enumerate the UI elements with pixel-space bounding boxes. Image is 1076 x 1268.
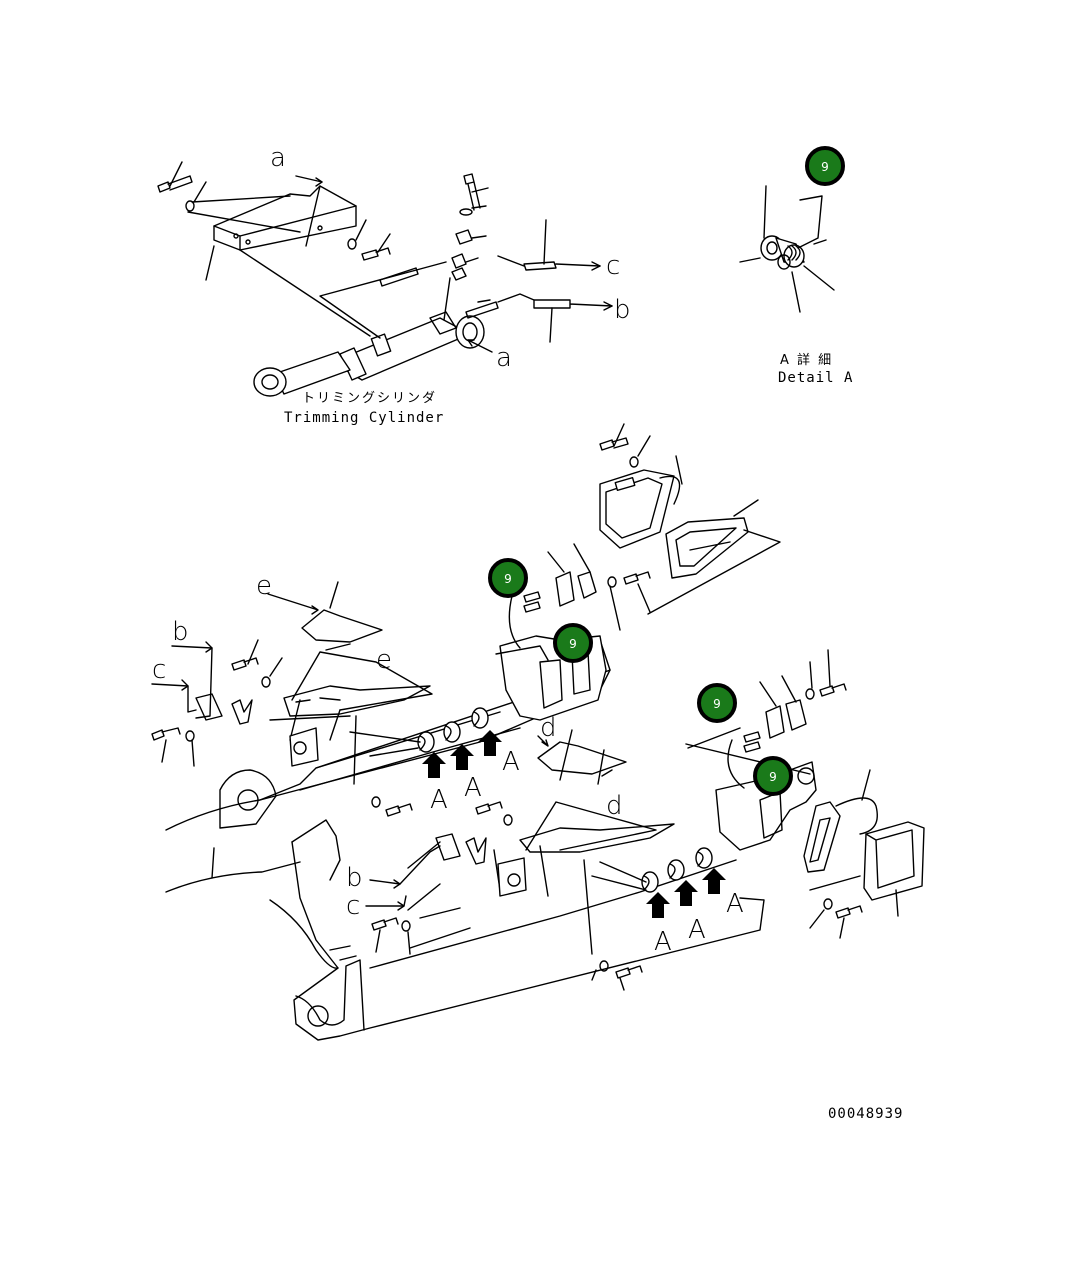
svg-text:9: 9: [569, 637, 577, 651]
coupler-row-upper: [417, 707, 489, 753]
label-A-1: A: [430, 785, 448, 815]
caption-trimming-en: Trimming Cylinder: [284, 410, 444, 426]
svg-text:9: 9: [821, 160, 829, 174]
callout-badge-right-mount[interactable]: 9: [753, 756, 793, 796]
a-arrow-markers: [422, 730, 726, 918]
label-A-2: A: [464, 773, 482, 803]
svg-text:9: 9: [769, 770, 777, 784]
label-A-6: A: [726, 889, 744, 919]
label-a-top: a: [270, 143, 286, 173]
label-c-left: c: [152, 655, 166, 685]
svg-text:9: 9: [713, 697, 721, 711]
drawing-number: 00048939: [828, 1106, 903, 1122]
trimming-cylinder-group: [157, 161, 613, 397]
callout-badge-upper-left[interactable]: 9: [488, 558, 528, 598]
callout-badge-upper-mount[interactable]: 9: [553, 623, 593, 663]
main-frame-group: [151, 543, 925, 1041]
label-d-left: d: [540, 713, 557, 743]
svg-text:9: 9: [504, 572, 512, 586]
label-e-right: e: [376, 645, 392, 675]
coupler-row-lower: [641, 847, 713, 893]
label-e-left: e: [256, 571, 272, 601]
label-a-bottom: a: [496, 343, 512, 373]
label-A-5: A: [688, 915, 706, 945]
label-b-lower: b: [346, 863, 363, 893]
right-upper-brackets: [599, 423, 781, 615]
label-A-3: A: [502, 747, 520, 777]
caption-trimming-jp: トリミングシリンダ: [302, 391, 437, 406]
label-A-4: A: [654, 927, 672, 957]
label-c-lower: c: [346, 891, 360, 921]
caption-detail-jp: A 詳 細: [780, 352, 833, 368]
callout-badge-detail-a[interactable]: 9: [805, 146, 845, 186]
label-c-top: c: [606, 251, 620, 281]
label-b-left: b: [172, 617, 189, 647]
caption-detail-en: Detail A: [778, 370, 853, 386]
detail-a-group: [739, 185, 835, 313]
label-d-right: d: [606, 791, 623, 821]
callout-badge-right-upper[interactable]: 9: [697, 683, 737, 723]
label-b-top: b: [614, 295, 631, 325]
